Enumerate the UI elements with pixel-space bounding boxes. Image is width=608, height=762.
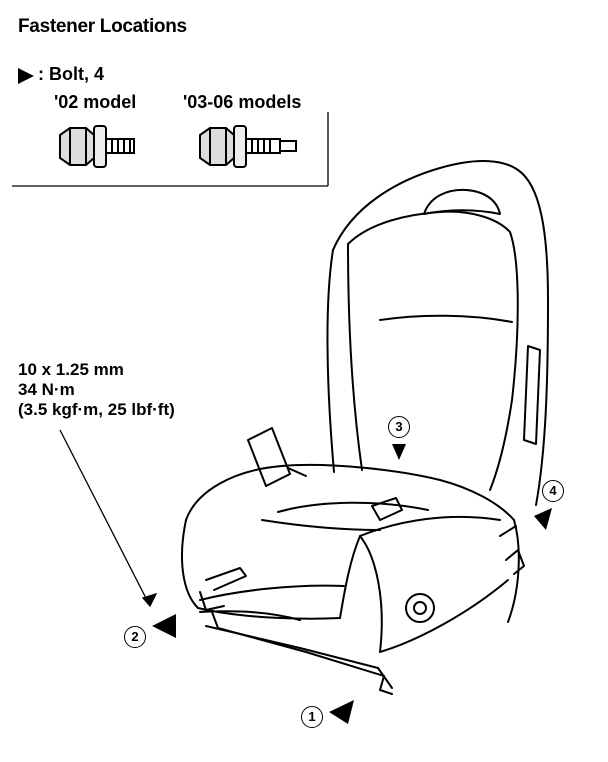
callout-4: 4 [542, 480, 564, 502]
page-title: Fastener Locations [18, 16, 187, 37]
spec-size: 10 x 1.25 mm [18, 360, 124, 379]
spec-torque: 34 N·m [18, 380, 75, 399]
callout-3: 3 [388, 416, 410, 438]
bolt-03-06-models [199, 125, 297, 168]
bolt-marker-icon [18, 68, 34, 84]
leader-lines [59, 429, 158, 608]
seat-outline [181, 160, 549, 695]
model-label-03-06: '03-06 models [183, 92, 302, 112]
model-label-02: '02 model [54, 92, 137, 112]
bolt-markers [152, 444, 552, 724]
callout-1: 1 [301, 706, 323, 728]
callout-2: 2 [124, 626, 146, 648]
inset-frame [12, 112, 329, 187]
spec-torque-alt: (3.5 kgf·m, 25 lbf·ft) [18, 400, 175, 419]
legend-label: : Bolt, 4 [38, 64, 104, 84]
bolt-02-model [59, 125, 135, 168]
